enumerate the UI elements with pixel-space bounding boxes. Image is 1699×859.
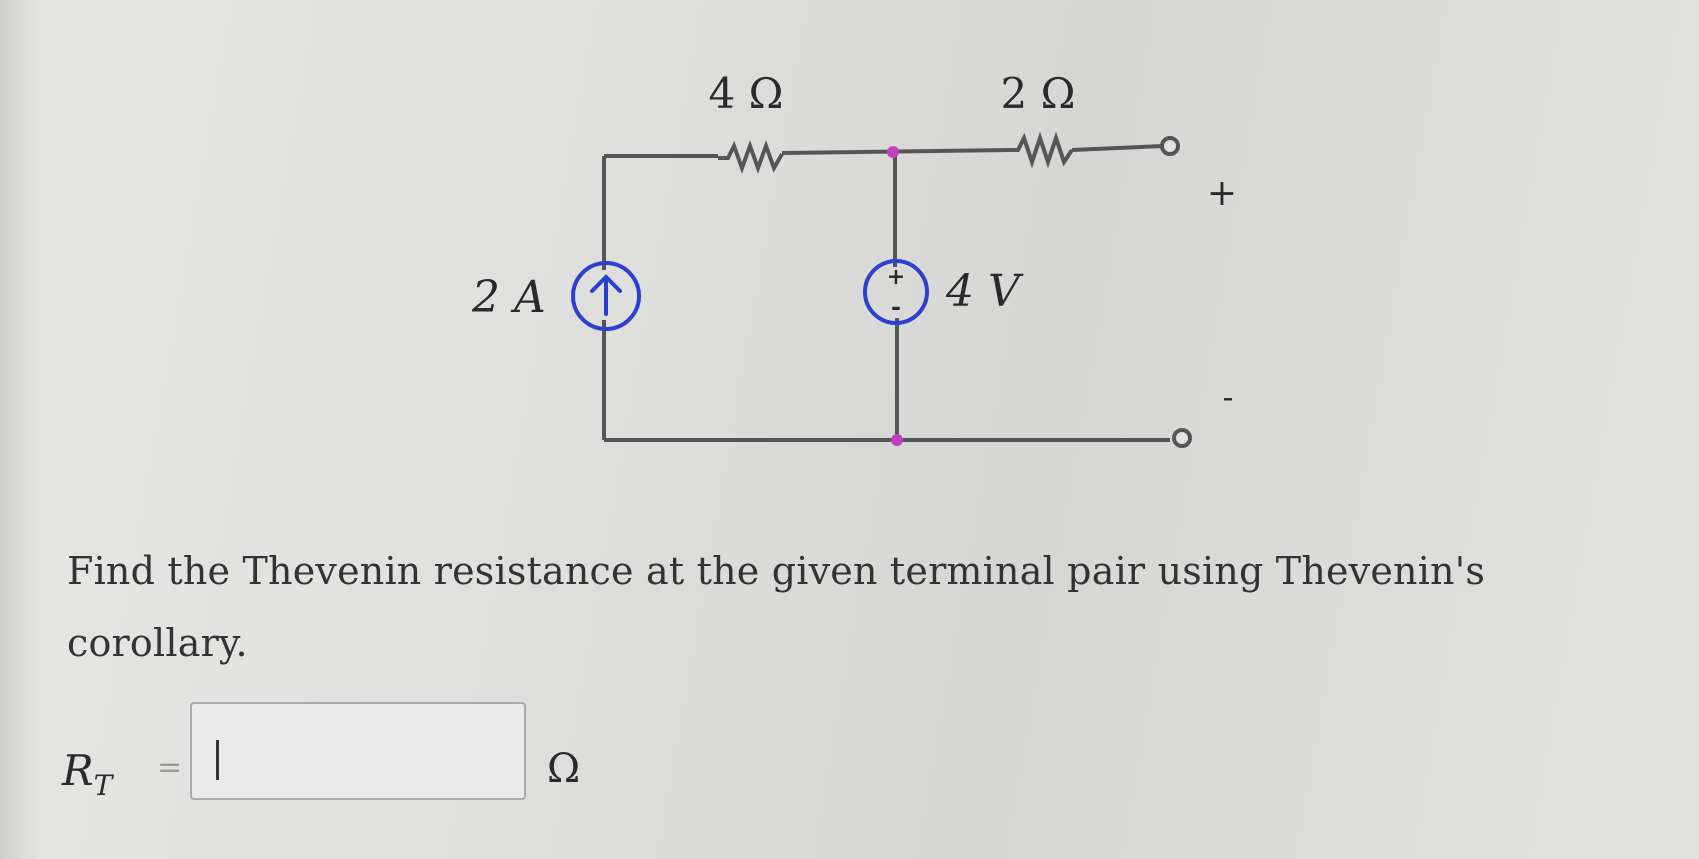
- current-source: [571, 261, 641, 331]
- node-top: [887, 146, 899, 158]
- screen-edge: [0, 0, 40, 859]
- question-text: Find the Thevenin resistance at the give…: [67, 549, 1486, 665]
- answer-input[interactable]: [190, 702, 526, 800]
- current-arrow-icon: [590, 274, 622, 316]
- resistor-2-ohm-label: 2 Ω: [1001, 69, 1076, 118]
- resistor-4-ohm-label: 4 Ω: [709, 69, 784, 118]
- current-source-label: 2 A: [471, 272, 546, 323]
- voltage-source-label: 4 V: [945, 266, 1024, 317]
- resistor-4-ohm: [718, 140, 784, 174]
- unit-label: Ω: [547, 746, 581, 792]
- terminal-bottom: [1172, 428, 1192, 448]
- circuit-diagram: + - 4 Ω 2 Ω 2 A 4 V + -: [471, 69, 1237, 448]
- resistor-2-ohm: [1010, 131, 1074, 169]
- voltage-source-plus: +: [887, 264, 905, 290]
- voltage-source: [863, 259, 929, 325]
- terminal-top: [1160, 136, 1180, 156]
- terminal-minus-label: -: [1223, 378, 1234, 416]
- text-caret: [216, 740, 219, 780]
- equals-sign: =: [157, 750, 183, 785]
- wire-top-right: [1071, 144, 1165, 152]
- terminal-plus-label: +: [1207, 173, 1237, 214]
- answer-row: RT = Ω: [62, 702, 762, 806]
- node-bottom: [891, 434, 903, 446]
- rt-label-subscript: T: [93, 769, 113, 802]
- rt-label-main: R: [62, 746, 94, 795]
- rt-label: RT: [62, 746, 112, 802]
- voltage-source-minus: -: [891, 292, 901, 321]
